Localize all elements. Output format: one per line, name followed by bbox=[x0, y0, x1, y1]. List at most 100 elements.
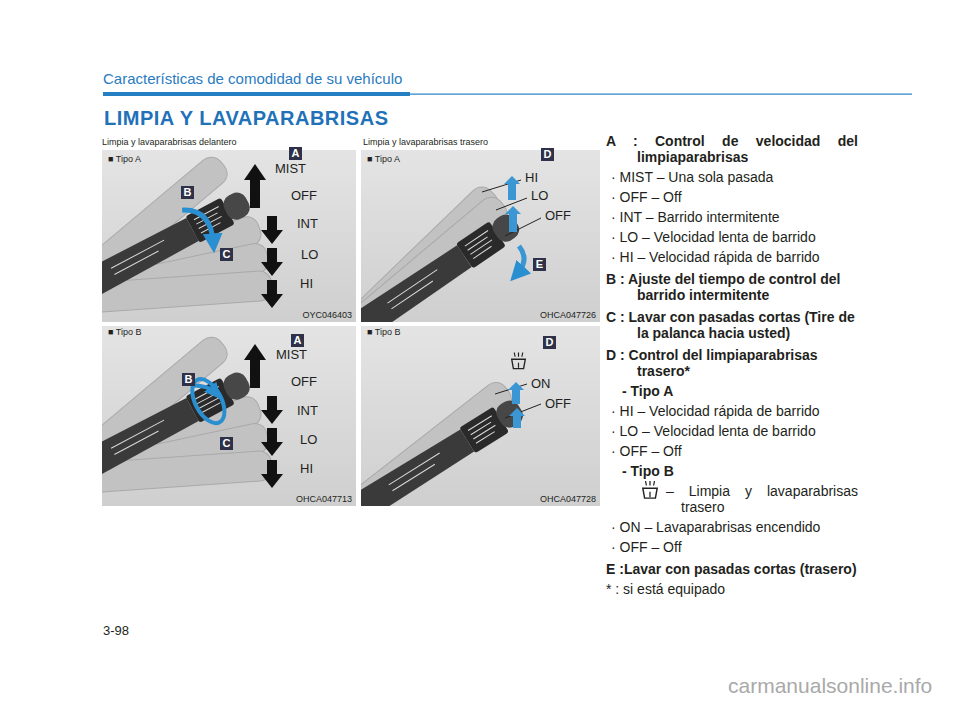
switch-position-label: HI bbox=[300, 276, 313, 291]
rear-wiper-stalk-a bbox=[504, 176, 520, 200]
rear-wiper-stalk-b bbox=[508, 382, 524, 404]
text-row: - Tipo A bbox=[606, 383, 858, 399]
switch-position-label: INT bbox=[297, 216, 318, 231]
item-heading: D : Control del limpiaparabrisas trasero… bbox=[606, 347, 818, 379]
callout-letter-text: A bbox=[291, 334, 304, 347]
rear-wiper-stalk-a bbox=[517, 246, 524, 274]
section-title: LIMPIA Y LAVAPARABRISAS bbox=[104, 107, 389, 130]
washer-icon bbox=[641, 480, 659, 500]
front-wiper-stalk-b bbox=[261, 428, 283, 456]
front-wiper-stalk-b bbox=[50, 326, 356, 506]
rear-wiper-stalk-b bbox=[509, 408, 525, 428]
callout-letter-text: D bbox=[541, 148, 554, 161]
figure-caption: Limpia y lavaparabrisas delantero bbox=[102, 137, 237, 147]
callout-letter: D bbox=[541, 148, 554, 161]
illustration-panel: ■ Tipo BMISTOFFINTLOHIOHCA047713ABC bbox=[102, 326, 356, 506]
item-text: · HI – Velocidad rápida de barrido bbox=[611, 403, 820, 419]
callout-letter-text: D bbox=[543, 336, 556, 349]
front-wiper-stalk-a bbox=[102, 152, 283, 315]
switch-position-label: LO bbox=[531, 188, 548, 203]
callout-letter: A bbox=[289, 147, 302, 160]
switch-position-label: INT bbox=[297, 403, 318, 418]
page-number: 3-98 bbox=[103, 623, 129, 638]
front-wiper-stalk-b bbox=[261, 460, 283, 488]
front-wiper-stalk-b bbox=[102, 367, 254, 493]
text-row: · LO – Velocidad lenta de barrido bbox=[606, 229, 858, 245]
item-text: · INT – Barrido intermitente bbox=[611, 209, 780, 225]
text-row: B : Ajuste del tiempo de control del bar… bbox=[606, 271, 858, 303]
item-heading: A : Control de velocidad del limpiaparab… bbox=[606, 133, 858, 165]
switch-position-label: HI bbox=[525, 170, 538, 185]
switch-position-label: HI bbox=[300, 461, 313, 476]
header-rule bbox=[410, 94, 912, 95]
front-wiper-stalk-a bbox=[261, 248, 283, 276]
text-row: * : si está equipado bbox=[606, 581, 858, 597]
running-header: Características de comodidad de su vehíc… bbox=[103, 70, 402, 87]
text-column: A : Control de velocidad del limpiaparab… bbox=[606, 133, 858, 597]
switch-position-label: ON bbox=[531, 376, 551, 391]
rear-wiper-stalk-a bbox=[361, 176, 541, 322]
front-wiper-stalk-a bbox=[261, 216, 283, 244]
switch-position-label: MIST bbox=[276, 347, 307, 362]
text-row: E :Lavar con pasadas cortas (trasero) bbox=[606, 561, 858, 577]
type-heading: - Tipo B bbox=[622, 463, 674, 479]
switch-position-label: OFF bbox=[545, 396, 571, 411]
figure-code: OYC046403 bbox=[302, 310, 352, 320]
switch-position-label: OFF bbox=[291, 374, 317, 389]
item-text: · MIST – Una sola pasada bbox=[611, 169, 773, 185]
text-row: · ON – Lavaparabrisas encendido bbox=[606, 519, 858, 535]
illustration-panel: Limpia y lavaparabrisas delantero■ Tipo … bbox=[102, 150, 356, 322]
callout-letter-text: E bbox=[533, 258, 546, 271]
text-row: · HI – Velocidad rápida de barrido bbox=[606, 249, 858, 265]
item-text: – Limpia y lavaparabrisas trasero bbox=[666, 483, 858, 515]
type-label: ■ Tipo A bbox=[367, 154, 400, 164]
callout-letter-text: B bbox=[181, 186, 194, 199]
front-wiper-stalk-a bbox=[244, 164, 266, 208]
item-heading: E :Lavar con pasadas cortas (trasero) bbox=[606, 561, 857, 577]
rear-wiper-stalk-a bbox=[505, 206, 521, 232]
item-text: · HI – Velocidad rápida de barrido bbox=[611, 249, 820, 265]
item-text: · OFF – Off bbox=[611, 539, 682, 555]
switch-position-label: LO bbox=[301, 247, 318, 262]
callout-letter: C bbox=[220, 248, 233, 261]
front-wiper-stalk-a bbox=[102, 187, 254, 313]
front-wiper-stalk-a bbox=[182, 202, 218, 249]
rear-wiper-stalk-a bbox=[361, 209, 524, 322]
item-heading: B : Ajuste del tiempo de control del bar… bbox=[606, 271, 840, 303]
front-wiper-stalk-b bbox=[102, 332, 283, 495]
front-wiper-stalk-a bbox=[182, 202, 218, 249]
rear-wiper-stalk-b bbox=[361, 353, 541, 507]
text-row: D : Control del limpiaparabrisas trasero… bbox=[606, 347, 858, 379]
item-text: · ON – Lavaparabrisas encendido bbox=[611, 519, 820, 535]
illustration-panel: Limpia y lavaparabrisas trasero■ Tipo AH… bbox=[361, 150, 600, 322]
callout-letter-text: A bbox=[289, 147, 302, 160]
text-row: - Tipo B bbox=[606, 463, 858, 479]
type-heading: - Tipo A bbox=[622, 383, 673, 399]
callout-letter: C bbox=[220, 437, 233, 450]
rear-wiper-stalk-b bbox=[331, 326, 600, 533]
text-row: A : Control de velocidad del limpiaparab… bbox=[606, 133, 858, 165]
figure-caption: Limpia y lavaparabrisas trasero bbox=[363, 137, 488, 147]
text-row: · OFF – Off bbox=[606, 443, 858, 459]
callout-letter-text: B bbox=[182, 373, 195, 386]
item-text: · OFF – Off bbox=[611, 443, 682, 459]
figure-code: OHCA047726 bbox=[540, 310, 596, 320]
text-row: · INT – Barrido intermitente bbox=[606, 209, 858, 225]
text-row: · MIST – Una sola pasada bbox=[606, 169, 858, 185]
callout-letter: D bbox=[543, 336, 556, 349]
rear-wiper-stalk-a bbox=[330, 150, 600, 352]
front-wiper-stalk-a bbox=[261, 280, 283, 308]
front-wiper-stalk-a bbox=[50, 150, 356, 322]
text-row: · OFF – Off bbox=[606, 539, 858, 555]
switch-position-label: OFF bbox=[545, 208, 571, 223]
watermark: carmanualsonline.info bbox=[728, 674, 932, 698]
front-wiper-stalk-b bbox=[261, 396, 283, 424]
callout-letter-text: C bbox=[220, 437, 233, 450]
item-heading: C : Lavar con pasadas cortas (Tire de la… bbox=[606, 309, 855, 341]
text-row: C : Lavar con pasadas cortas (Tire de la… bbox=[606, 309, 858, 341]
item-text: · LO – Velocidad lenta de barrido bbox=[611, 423, 816, 439]
type-label: ■ Tipo A bbox=[108, 154, 141, 164]
callout-letter: B bbox=[182, 373, 195, 386]
type-label: ■ Tipo B bbox=[367, 327, 400, 337]
